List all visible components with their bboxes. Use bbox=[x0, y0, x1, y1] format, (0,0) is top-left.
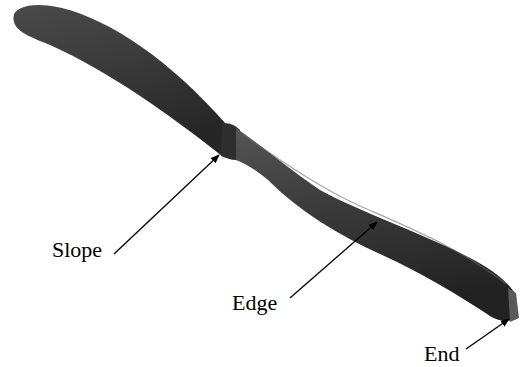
part-label: End bbox=[424, 343, 459, 365]
leader-line bbox=[114, 155, 219, 254]
leader-line bbox=[290, 222, 377, 298]
blade-end bbox=[508, 288, 519, 322]
blade-handle bbox=[236, 128, 518, 321]
leader-line bbox=[466, 319, 509, 349]
blade-head bbox=[13, 5, 226, 156]
handle-highlight bbox=[242, 134, 506, 284]
part-label: Edge bbox=[232, 292, 277, 314]
part-label: Slope bbox=[52, 239, 102, 261]
